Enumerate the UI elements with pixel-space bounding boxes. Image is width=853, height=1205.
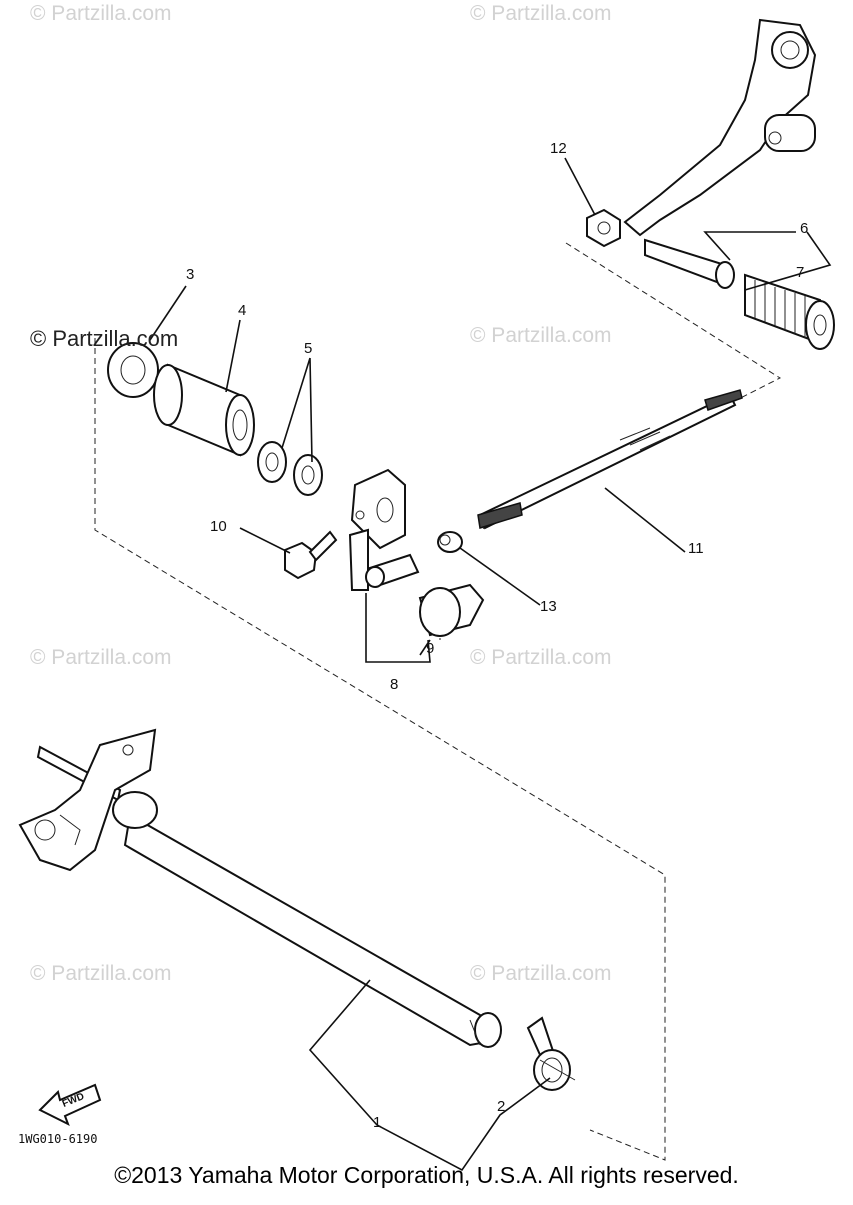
part-9-joint [418, 583, 485, 637]
part-6-peg [644, 238, 735, 289]
callout-12: 12 [550, 140, 567, 157]
diagram-code: 1WG010-6190 [18, 1132, 98, 1146]
shift-pedal-arm [623, 18, 817, 237]
watermark: © Partzilla.com [30, 2, 172, 25]
part-5-bearings [257, 441, 323, 496]
callout-7: 7 [796, 264, 805, 281]
callout-13: 13 [540, 598, 557, 615]
part-11-shift-rod [477, 389, 743, 530]
watermark: © Partzilla.com [470, 962, 612, 985]
part-4-collar [153, 363, 255, 457]
part-13-nut [437, 531, 463, 553]
callout-11: 11 [688, 540, 704, 557]
callout-1: 1 [373, 1114, 382, 1131]
callout-5: 5 [304, 340, 313, 357]
part-3-oil-seal [107, 342, 159, 398]
part-12-nut [586, 208, 621, 248]
watermark: © Partzilla.com [30, 326, 179, 351]
part-7-rubber [744, 273, 835, 350]
part-1-shift-shaft [18, 728, 502, 1048]
watermark: © Partzilla.com [30, 646, 172, 669]
callout-6: 6 [800, 220, 809, 237]
callout-10: 10 [210, 518, 227, 535]
watermark: © Partzilla.com [30, 962, 172, 985]
assembly-line-main [94, 338, 666, 1161]
copyright-notice: ©2013 Yamaha Motor Corporation, U.S.A. A… [114, 1162, 739, 1188]
callout-9: 9 [426, 640, 435, 657]
leader-lines [149, 157, 832, 1172]
watermark: © Partzilla.com [470, 324, 612, 347]
part-2-spring [526, 1016, 576, 1091]
watermark: © Partzilla.com [470, 646, 612, 669]
callout-4: 4 [238, 302, 247, 319]
assembly-line-pedal [479, 242, 782, 531]
fwd-arrow-icon [38, 1083, 102, 1127]
part-10-bolt [284, 530, 338, 580]
callout-3: 3 [186, 266, 195, 283]
part-8-shift-arm [348, 468, 420, 591]
callout-2: 2 [497, 1098, 506, 1115]
callout-8: 8 [390, 676, 399, 693]
watermark: © Partzilla.com [470, 2, 612, 25]
